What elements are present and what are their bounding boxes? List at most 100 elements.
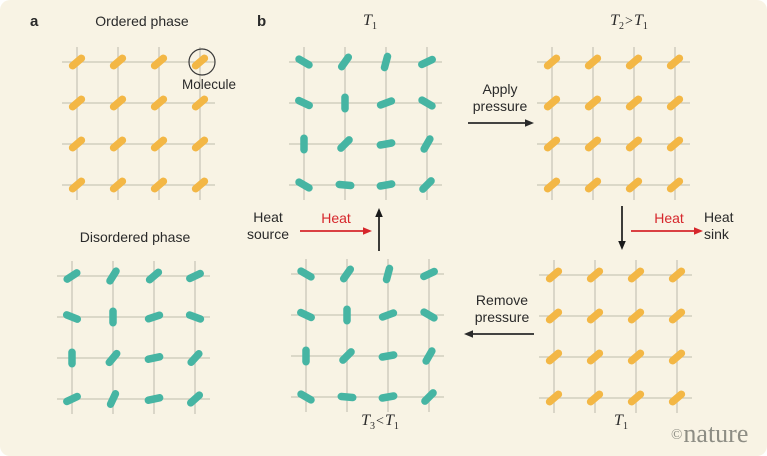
molecule [337, 392, 357, 402]
molecule [666, 54, 684, 70]
molecule [543, 95, 561, 111]
molecule [150, 177, 168, 193]
molecule [335, 180, 355, 190]
molecule [186, 269, 204, 283]
molecule [337, 53, 353, 71]
molecule [185, 311, 205, 323]
nature-credit: ©nature [671, 419, 748, 449]
molecule [545, 267, 563, 283]
molecule [302, 346, 310, 366]
molecule [339, 348, 355, 364]
molecule [150, 54, 168, 70]
heat-source-label: Heat source [246, 209, 290, 242]
t-variable: T [633, 12, 643, 29]
molecule [376, 97, 396, 109]
molecule [545, 349, 563, 365]
molecule [150, 136, 168, 152]
molecule [191, 54, 209, 70]
molecule [300, 134, 308, 154]
molecule [191, 177, 209, 193]
molecule [297, 267, 315, 281]
relation-sign: > [625, 14, 633, 29]
label-t3-lt-t1: T3<T1 [330, 412, 430, 432]
molecule [668, 349, 686, 365]
molecule [378, 351, 398, 361]
molecule [68, 348, 76, 368]
molecule [109, 307, 117, 327]
molecule [63, 269, 81, 283]
heat-out-arrow-head [694, 227, 703, 235]
t-subscript: 1 [622, 421, 628, 433]
molecule [380, 52, 392, 72]
relation-sign: < [376, 414, 384, 429]
molecule [295, 178, 313, 192]
label-t2-gt-t1: T2>T1 [579, 12, 679, 32]
molecule [144, 311, 164, 323]
molecule [105, 349, 121, 367]
molecule [584, 136, 602, 152]
molecule [586, 308, 604, 324]
molecule [339, 265, 355, 283]
molecule [191, 95, 209, 111]
molecule [109, 136, 127, 152]
molecule [191, 136, 209, 152]
molecule [109, 95, 127, 111]
molecule [586, 267, 604, 283]
t-variable: T [610, 12, 620, 29]
molecule [545, 308, 563, 324]
molecule [418, 96, 436, 110]
molecule [666, 177, 684, 193]
molecule [341, 93, 349, 113]
molecule [297, 308, 315, 322]
molecule [545, 390, 563, 406]
molecule [668, 267, 686, 283]
t-subscript: 1 [642, 21, 648, 33]
molecule [666, 136, 684, 152]
t-subscript: 1 [393, 421, 399, 433]
molecule [297, 390, 315, 404]
molecule-label: Molecule [181, 77, 237, 92]
molecule [68, 95, 86, 111]
t-variable: T [384, 412, 394, 429]
remove-pressure-arrow-head [464, 330, 473, 338]
panel-b-label: b [257, 13, 267, 30]
molecule [150, 95, 168, 111]
molecule [106, 267, 120, 285]
panel-a-label: a [30, 13, 39, 30]
molecule [625, 54, 643, 70]
molecule [420, 135, 434, 153]
molecule [109, 54, 127, 70]
apply-pressure-label: Apply pressure [472, 81, 528, 114]
molecule [584, 95, 602, 111]
molecule [543, 177, 561, 193]
molecule [668, 308, 686, 324]
molecule-annotation-circle [188, 48, 216, 76]
molecule [145, 268, 163, 284]
molecule [625, 177, 643, 193]
t-variable: T [363, 12, 372, 29]
molecule [584, 177, 602, 193]
molecule [68, 177, 86, 193]
molecule [68, 136, 86, 152]
heat-up-arrow-head [375, 208, 383, 217]
molecule [584, 54, 602, 70]
molecule [186, 391, 204, 407]
t-subscript: 3 [370, 421, 376, 433]
t-subscript: 2 [619, 21, 625, 33]
t-variable: T [361, 412, 371, 429]
molecule [144, 394, 164, 404]
heat-in-arrow-head [363, 227, 372, 235]
t-subscript: 1 [371, 21, 377, 33]
molecule [625, 95, 643, 111]
disordered-phase-title: Disordered phase [79, 229, 191, 245]
molecule [295, 96, 313, 110]
ordered-phase-title: Ordered phase [95, 13, 189, 29]
molecule [420, 267, 438, 281]
molecule [419, 177, 435, 193]
molecule [627, 390, 645, 406]
heat-down-arrow-head [618, 241, 626, 250]
molecule [343, 305, 351, 325]
molecule [422, 347, 436, 365]
